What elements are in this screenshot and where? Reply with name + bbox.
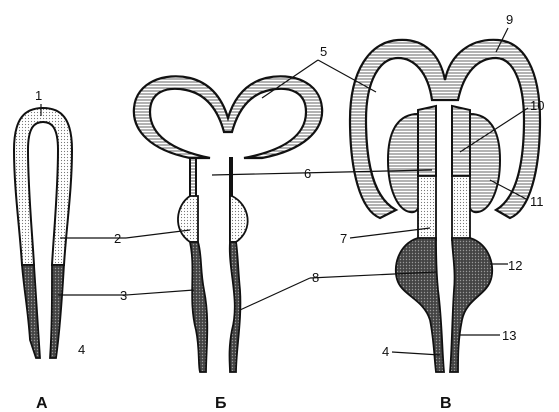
stage-b-spinal-right bbox=[230, 242, 241, 372]
label-2: 2 bbox=[114, 231, 121, 246]
stage-a-tube-wall bbox=[14, 108, 72, 265]
stage-b-swelling-right bbox=[230, 196, 248, 242]
label-12: 12 bbox=[508, 258, 522, 273]
stage-v-stem-right bbox=[452, 106, 470, 176]
caption-a: А bbox=[36, 395, 48, 412]
caption-v: В bbox=[440, 395, 452, 412]
label-4-a: 4 bbox=[78, 342, 85, 357]
stage-v-hindbrain-right bbox=[450, 238, 492, 372]
label-11: 11 bbox=[530, 194, 544, 209]
label-1: 1 bbox=[35, 88, 42, 103]
stage-a: А bbox=[14, 108, 72, 412]
stage-v-hindbrain-left bbox=[396, 238, 444, 372]
stage-b: Б bbox=[134, 76, 322, 412]
stage-b-swelling-left bbox=[178, 196, 198, 242]
label-9: 9 bbox=[506, 12, 513, 27]
stage-b-spinal-left bbox=[190, 242, 207, 372]
stage-v: В bbox=[350, 40, 540, 412]
label-10: 10 bbox=[530, 98, 544, 113]
label-5: 5 bbox=[320, 44, 327, 59]
stage-a-spinal-left bbox=[22, 265, 40, 358]
label-4-v: 4 bbox=[382, 344, 389, 359]
caption-b: Б bbox=[215, 395, 227, 412]
label-3: 3 bbox=[120, 288, 127, 303]
stage-v-midbrain-left bbox=[418, 176, 436, 240]
stage-v-stem-left bbox=[418, 106, 436, 176]
stage-b-forebrain bbox=[134, 76, 322, 158]
label-6: 6 bbox=[304, 166, 311, 181]
stage-a-spinal-right bbox=[50, 265, 64, 358]
label-13: 13 bbox=[502, 328, 516, 343]
stage-v-midbrain-right bbox=[452, 176, 470, 240]
label-8: 8 bbox=[312, 270, 319, 285]
stage-v-inner-left bbox=[388, 114, 421, 212]
label-7: 7 bbox=[340, 231, 347, 246]
